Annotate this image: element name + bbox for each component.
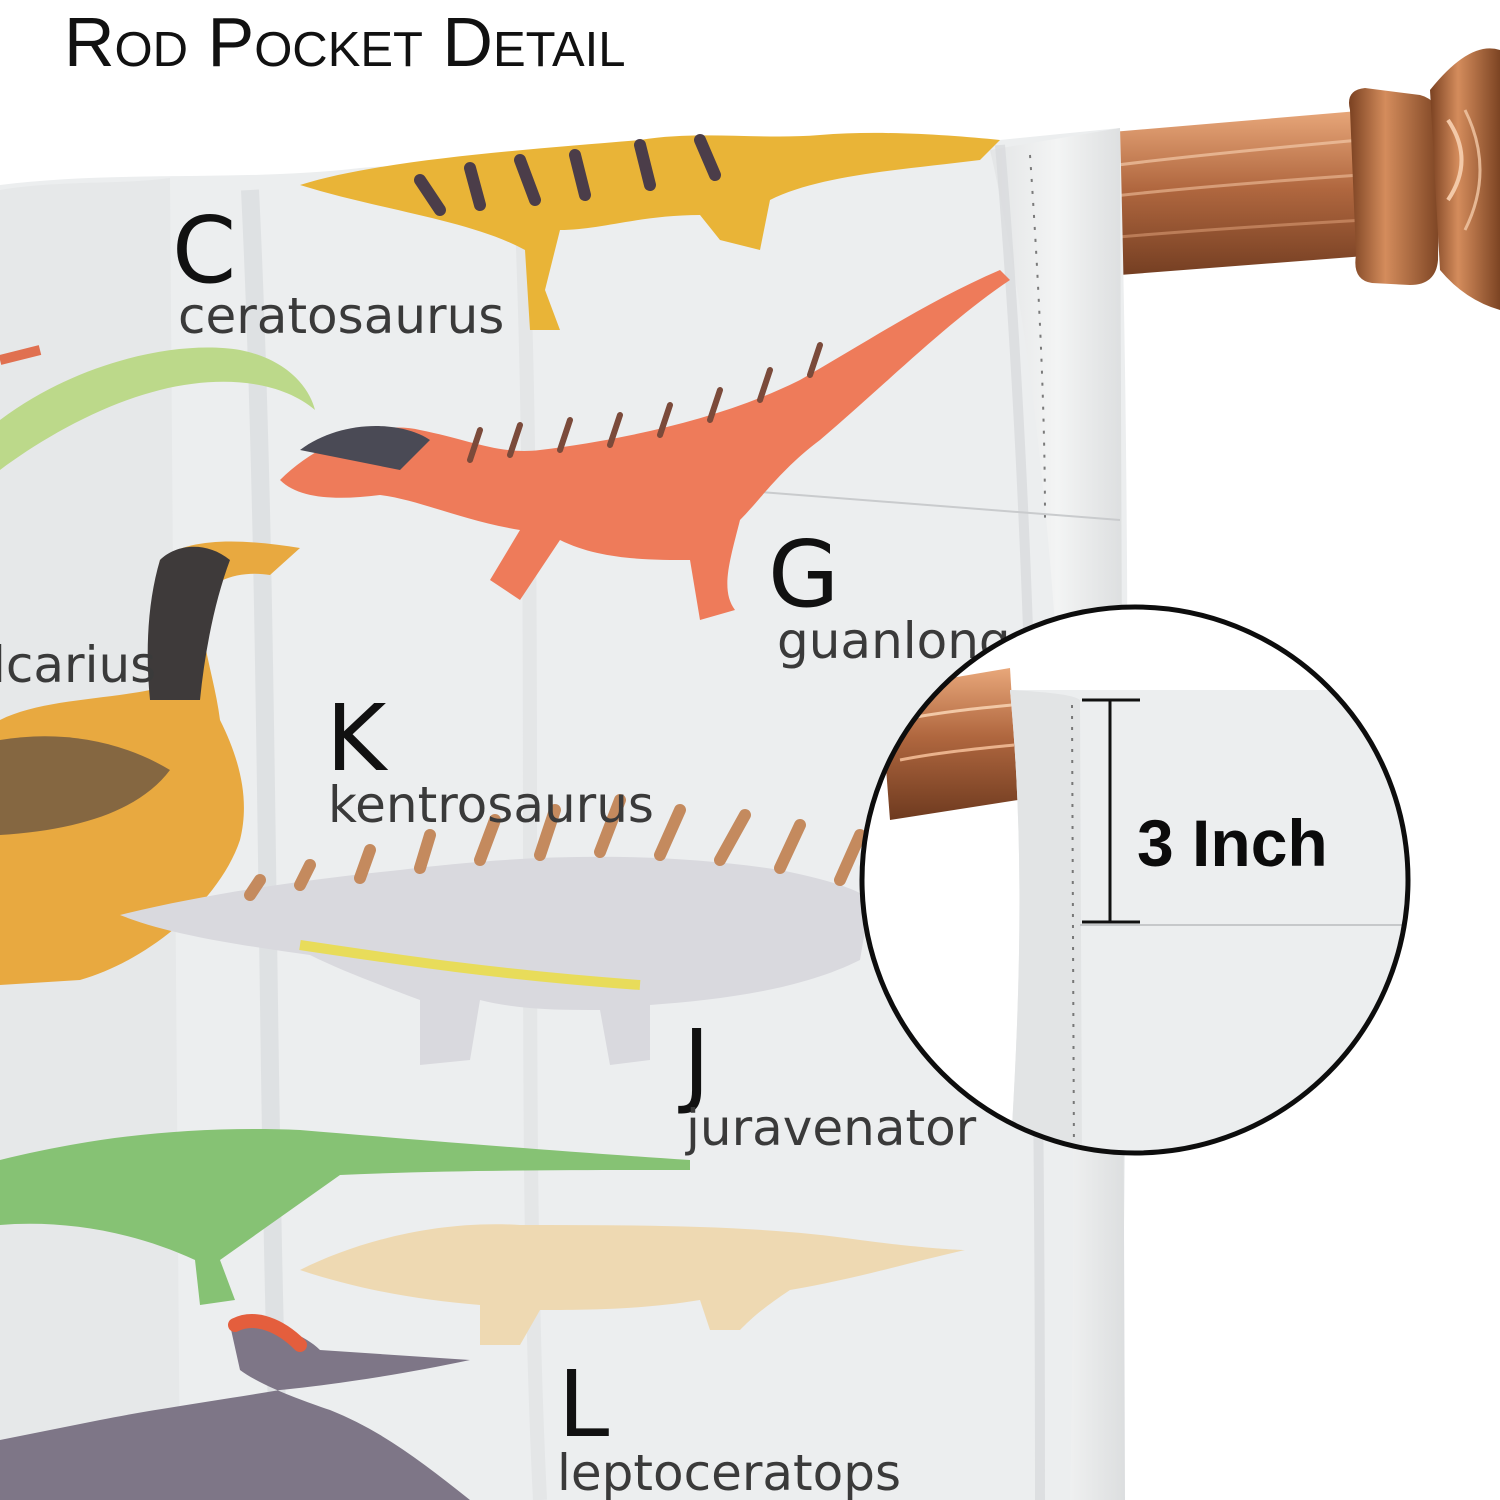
page-title: Rod Pocket Detail [64, 3, 626, 81]
dino-kentrosaurus-illustration [120, 794, 870, 1065]
dino-feathered-illustration [0, 541, 300, 985]
name-juravenator: juravenator [685, 1099, 977, 1157]
finial [1349, 48, 1500, 310]
letter-g: G [768, 521, 839, 628]
name-kentrosaurus: kentrosaurus [328, 776, 654, 834]
name-ceratosaurus: ceratosaurus [178, 287, 504, 345]
dino-green-neck-illustration [0, 345, 315, 470]
name-partial: lcarius [0, 636, 156, 694]
letter-k: K [326, 685, 389, 792]
letter-j: J [678, 1010, 710, 1117]
letter-c: C [172, 197, 236, 304]
letter-l: L [558, 1351, 609, 1458]
name-leptoceratops: leptoceratops [557, 1444, 901, 1500]
measure-bracket [1082, 698, 1140, 924]
measurement-label: 3 Inch [1137, 806, 1328, 880]
dino-pterosaur-illustration [0, 1314, 470, 1500]
rod-pocket-inset [859, 604, 1411, 1156]
dino-crocodilian-illustration [300, 1224, 965, 1345]
dino-ceratosaurus-illustration [300, 132, 1000, 330]
dino-juravenator-illustration [0, 1129, 690, 1305]
dino-guanlong-illustration [280, 270, 1010, 620]
